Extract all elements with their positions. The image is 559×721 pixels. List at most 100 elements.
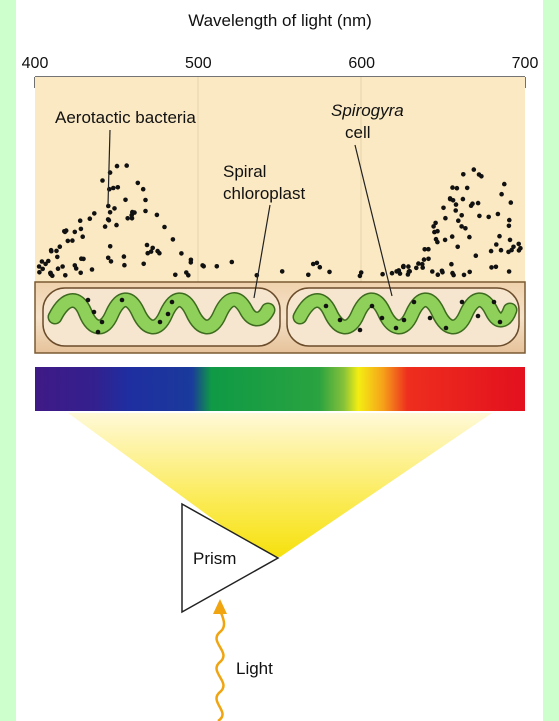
bacterium: [476, 201, 481, 206]
bacterium: [63, 273, 68, 278]
bacterium: [440, 269, 445, 274]
bacterium: [150, 246, 155, 251]
bacterium: [456, 218, 461, 223]
bacterium: [489, 265, 494, 270]
label-spiral: Spiral: [223, 162, 266, 181]
bacterium: [58, 244, 63, 249]
bacterium: [477, 214, 482, 219]
spectrum-band: [35, 367, 525, 411]
bacterium: [49, 249, 54, 254]
bacterium: [444, 326, 449, 331]
bacterium: [401, 264, 406, 269]
bacterium: [173, 273, 178, 278]
bacterium: [508, 238, 513, 243]
light-arrowhead-icon: [213, 599, 227, 614]
bacterium: [327, 270, 332, 275]
bacterium: [502, 182, 507, 187]
bacterium: [324, 304, 329, 309]
bacterium: [412, 300, 417, 305]
bacterium: [434, 237, 439, 242]
bacterium: [450, 185, 455, 190]
bacterium: [443, 238, 448, 243]
bacterium: [125, 216, 130, 221]
bacterium: [124, 163, 129, 168]
bacterium: [143, 198, 148, 203]
bacterium: [136, 181, 141, 186]
bacterium: [100, 178, 105, 183]
bacterium: [171, 237, 176, 242]
bacterium: [92, 310, 97, 315]
bacterium: [54, 249, 59, 254]
bacterium: [499, 248, 504, 253]
bacterium: [506, 250, 511, 255]
bacterium: [88, 216, 93, 221]
bacterium: [189, 260, 194, 265]
bacterium: [450, 234, 455, 239]
bacterium: [454, 202, 459, 207]
bacterium: [420, 262, 425, 267]
bacterium: [155, 249, 160, 254]
bacterium: [215, 264, 220, 269]
bacterium: [433, 221, 438, 226]
bacterium: [359, 270, 364, 275]
axis-tick-label: 700: [512, 55, 539, 72]
bacterium: [318, 265, 323, 270]
bacterium: [486, 215, 491, 220]
bacterium: [499, 192, 504, 197]
bacterium: [390, 271, 395, 276]
bacterium: [92, 211, 97, 216]
bacterium: [449, 262, 454, 267]
axis-title: Wavelength of light (nm): [188, 11, 372, 30]
bacterium: [430, 269, 435, 274]
bacterium: [141, 187, 146, 192]
bacterium: [155, 213, 160, 218]
bacterium: [66, 239, 71, 244]
bacterium: [230, 260, 235, 265]
bacterium: [498, 320, 503, 325]
bacterium: [443, 216, 448, 221]
bacterium: [460, 300, 465, 305]
bacterium: [79, 227, 84, 232]
light-wave-icon: [217, 610, 225, 721]
bacterium: [465, 186, 470, 191]
bacterium: [455, 245, 460, 250]
bacterium: [158, 320, 163, 325]
bacterium: [406, 264, 411, 269]
bacterium: [122, 254, 127, 259]
bacterium: [200, 263, 205, 268]
bacterium: [479, 174, 484, 179]
label-spirogyra: Spirogyra: [331, 101, 404, 120]
bacterium: [122, 263, 127, 268]
bacterium: [123, 198, 128, 203]
bacterium: [492, 300, 497, 305]
bacterium: [461, 197, 466, 202]
bacterium: [436, 272, 441, 277]
bacterium: [426, 257, 431, 262]
bacterium: [511, 245, 516, 250]
bacterium: [170, 300, 175, 305]
bacterium: [338, 318, 343, 323]
bacterium: [108, 210, 113, 215]
bacterium: [497, 234, 502, 239]
bacterium: [78, 271, 83, 276]
bacterium: [472, 167, 477, 172]
bacterium: [78, 218, 83, 223]
bacterium: [467, 235, 472, 240]
bacterium: [402, 318, 407, 323]
bacterium: [73, 230, 78, 235]
bacterium: [115, 164, 120, 169]
bacterium: [40, 259, 45, 264]
label-prism: Prism: [193, 549, 236, 568]
bacterium: [179, 251, 184, 256]
bacterium: [141, 262, 146, 267]
bacterium: [459, 213, 464, 218]
bacterium: [107, 187, 112, 192]
bacterium: [453, 208, 458, 213]
bacterium: [507, 224, 512, 229]
bacterium: [143, 209, 148, 214]
label-cell: cell: [345, 123, 371, 142]
bacterium: [461, 172, 466, 177]
label-chloroplast: chloroplast: [223, 184, 305, 203]
bacterium: [428, 316, 433, 321]
